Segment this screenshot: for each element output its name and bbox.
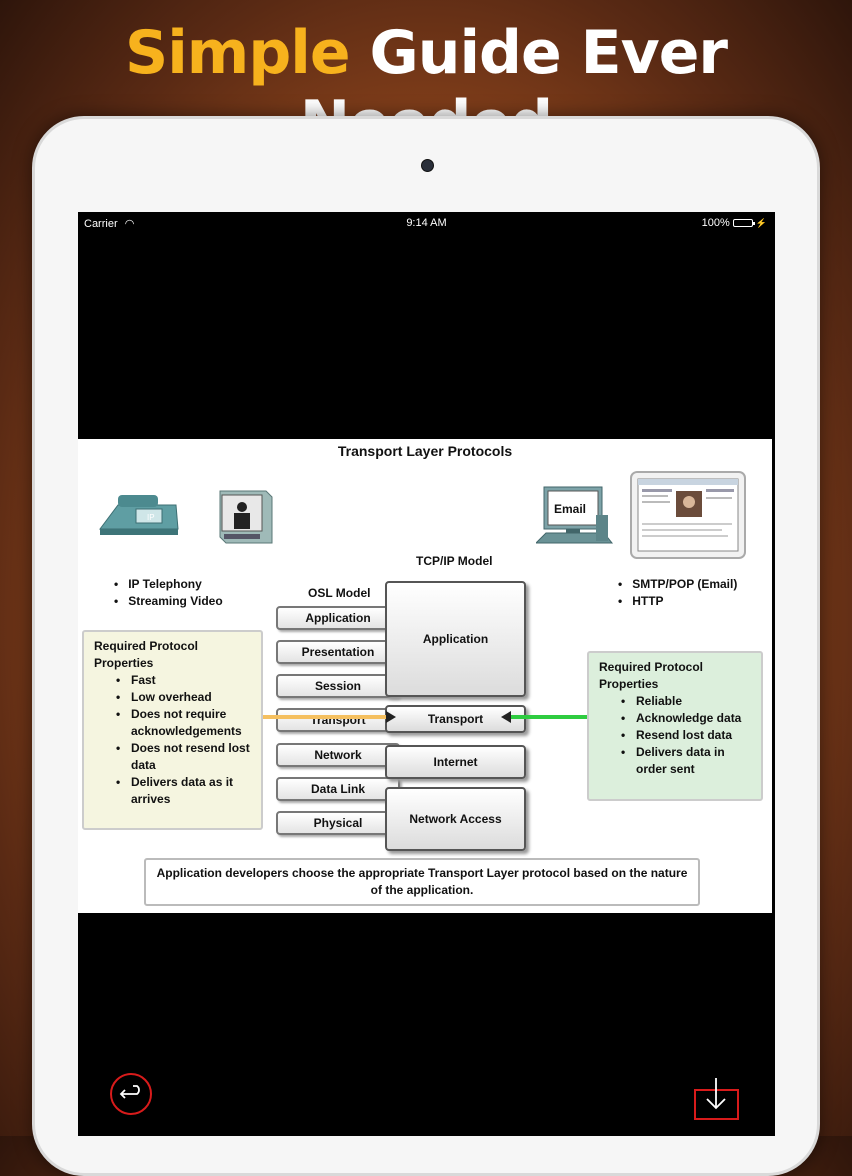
list-item: Delivers data in order sent xyxy=(621,744,751,778)
osi-layer-physical: Physical xyxy=(276,811,400,835)
udp-properties-heading: Required Protocol Properties xyxy=(94,639,199,670)
list-item: Fast xyxy=(116,672,251,689)
udp-properties-box: Required Protocol Properties Fast Low ov… xyxy=(82,630,263,830)
list-item: HTTP xyxy=(618,593,737,610)
osi-layer-presentation: Presentation xyxy=(276,640,400,664)
device-screen: Carrier ◠ 9:14 AM 100% ⚡ Transport Layer… xyxy=(78,212,775,1136)
right-apps-list: SMTP/POP (Email) HTTP xyxy=(618,576,737,610)
slide-title: Transport Layer Protocols xyxy=(337,443,513,459)
back-button[interactable] xyxy=(109,1072,153,1116)
summary-note: Application developers choose the approp… xyxy=(144,858,700,906)
battery-icon xyxy=(732,219,755,227)
osi-layer-network: Network xyxy=(276,743,400,767)
tcpip-layer-internet: Internet xyxy=(385,745,526,779)
ip-phone-icon: IP xyxy=(99,495,179,535)
tcp-properties-heading: Required Protocol Properties xyxy=(599,660,704,691)
list-item: Does not resend lost data xyxy=(116,740,251,774)
banner-word-simple: Simple xyxy=(125,18,351,88)
status-time: 9:14 AM xyxy=(406,217,447,229)
charging-icon: ⚡ xyxy=(755,217,767,228)
list-item: Resend lost data xyxy=(621,727,751,744)
wifi-icon: ◠ xyxy=(124,218,135,230)
tcpip-layer-network-access: Network Access xyxy=(385,787,526,851)
osi-layer-session: Session xyxy=(276,674,400,698)
status-bar: Carrier ◠ 9:14 AM 100% ⚡ xyxy=(78,212,775,234)
tcpip-layer-transport: Transport xyxy=(385,705,526,733)
tcpip-model-label: TCP/IP Model xyxy=(416,554,493,568)
tcp-properties-box: Required Protocol Properties Reliable Ac… xyxy=(587,651,763,801)
web-page-icon xyxy=(630,471,746,559)
osi-layer-transport: Transport xyxy=(276,708,400,732)
left-apps-list: IP Telephony Streaming Video xyxy=(114,576,223,610)
email-computer-icon xyxy=(536,486,614,544)
orange-arrow-icon xyxy=(262,711,396,723)
list-item: SMTP/POP (Email) xyxy=(618,576,737,593)
svg-text:IP: IP xyxy=(147,513,155,522)
carrier-label: Carrier xyxy=(84,218,118,230)
status-carrier: Carrier ◠ xyxy=(84,217,134,230)
download-button[interactable] xyxy=(694,1076,740,1120)
list-item: Delivers data as it arrives xyxy=(116,774,251,808)
list-item: Low overhead xyxy=(116,689,251,706)
camera-icon xyxy=(421,159,434,172)
back-arrow-icon xyxy=(110,1073,152,1115)
email-label: Email xyxy=(554,502,587,516)
status-battery: 100% ⚡ xyxy=(702,217,767,229)
green-arrow-icon xyxy=(501,711,587,723)
list-item: Acknowledge data xyxy=(621,710,751,727)
list-item: Reliable xyxy=(621,693,751,710)
list-item: Does not require acknowledgements xyxy=(116,706,251,740)
tcpip-layer-application: Application xyxy=(385,581,526,697)
osi-layer-data-link: Data Link xyxy=(276,777,400,801)
slide-image[interactable]: Transport Layer Protocols IP Email xyxy=(78,439,772,913)
osi-layer-application: Application xyxy=(276,606,400,630)
list-item: Streaming Video xyxy=(114,593,222,610)
download-icon xyxy=(694,1078,739,1120)
list-item: IP Telephony xyxy=(114,576,223,593)
osi-model-label: OSL Model xyxy=(308,586,371,600)
video-monitor-icon xyxy=(219,490,273,544)
battery-percent: 100% xyxy=(701,217,730,229)
